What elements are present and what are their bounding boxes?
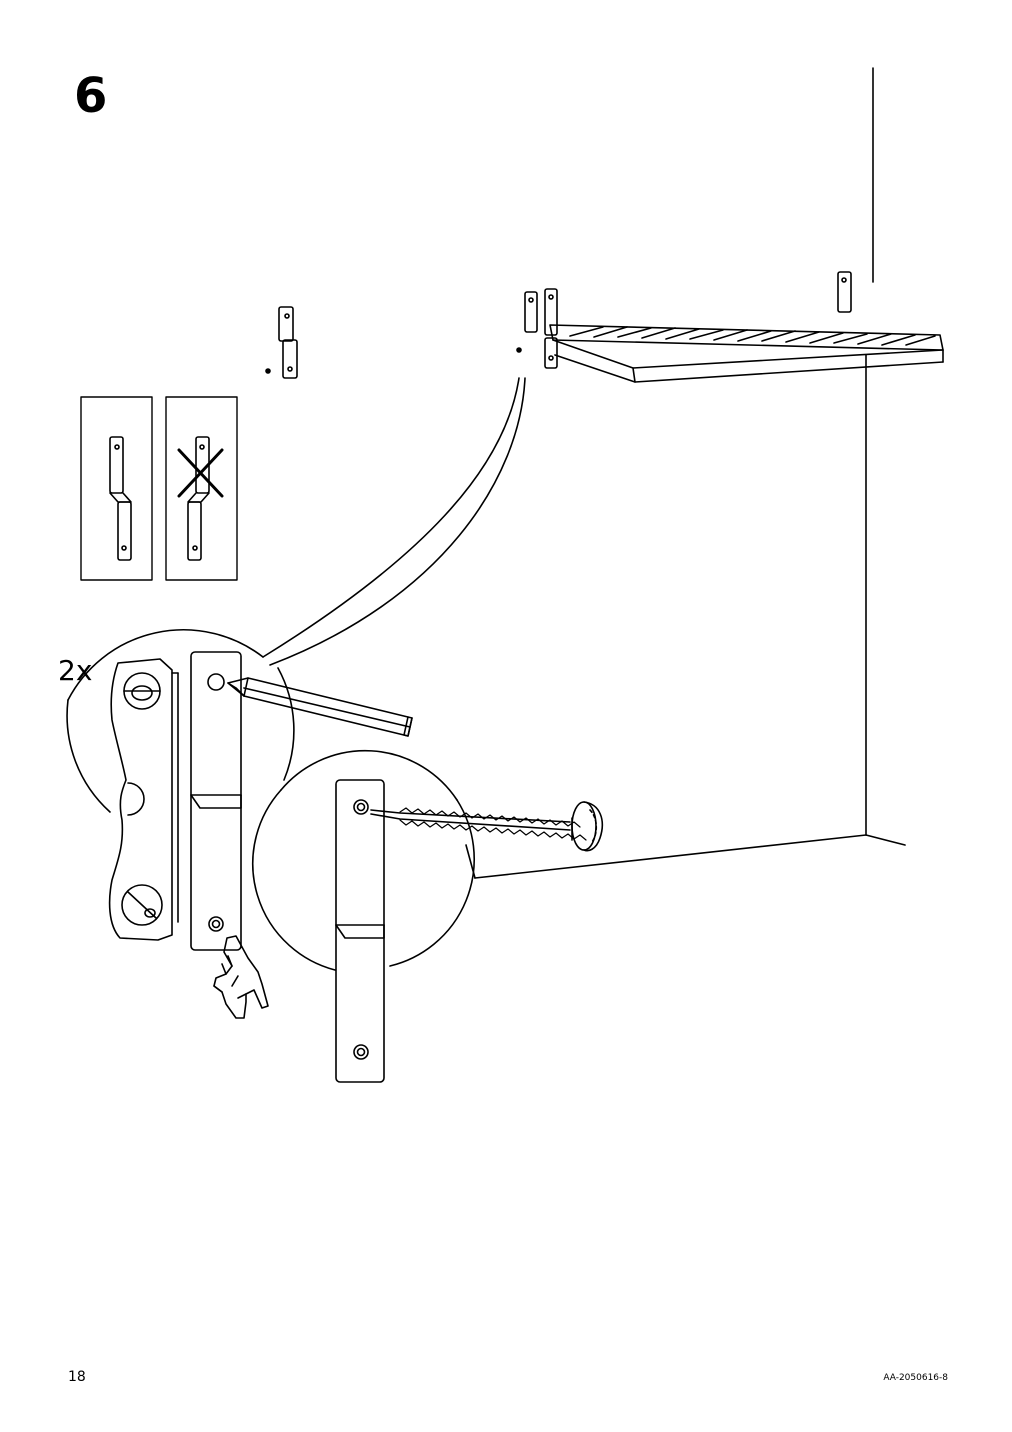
wall-lines bbox=[474, 67, 906, 879]
page-number: 18 bbox=[68, 1369, 86, 1385]
incorrect-orientation-panel bbox=[165, 396, 238, 581]
shelf-rack-icon bbox=[516, 271, 944, 383]
hand-icon bbox=[213, 935, 269, 1019]
pencil-icon bbox=[227, 677, 413, 737]
small-bracket-icon bbox=[265, 306, 298, 379]
cross-icon bbox=[177, 448, 224, 498]
mark-holes-detail bbox=[66, 629, 295, 951]
article-code: AA-2050616-8 bbox=[883, 1373, 948, 1383]
screw-icon bbox=[370, 801, 604, 852]
screw-in-detail bbox=[252, 749, 476, 1083]
step-number: 6 bbox=[74, 68, 108, 124]
zoom-connector bbox=[262, 377, 526, 666]
quantity-label: 2x bbox=[58, 654, 93, 687]
correct-orientation-panel bbox=[80, 396, 153, 581]
